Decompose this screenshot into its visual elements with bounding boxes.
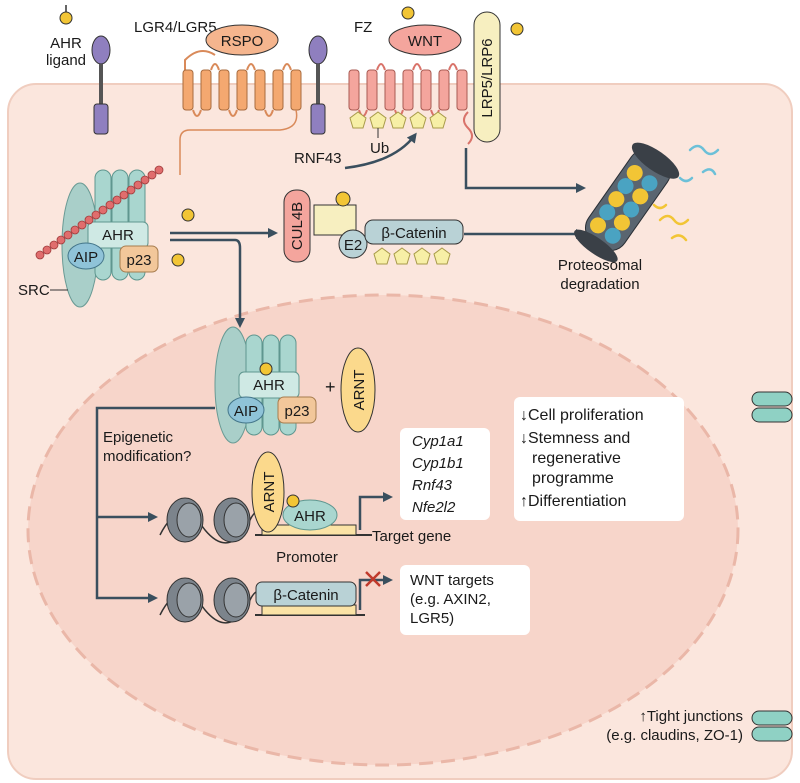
wnt-targets-label: WNT targets(e.g. AXIN2,LGR5) xyxy=(410,572,494,627)
target-gene-1: Cyp1a1 xyxy=(412,433,464,450)
proteasome-icon xyxy=(574,142,680,263)
ahr-to-nucleus-arrow xyxy=(170,238,245,328)
cytoplasmic-ahr-complex: AHR AIP p23 xyxy=(35,165,164,308)
cul4b-protein xyxy=(283,189,311,263)
p23-protein xyxy=(119,245,159,273)
svg-text:β-Catenin: β-Catenin xyxy=(381,225,446,242)
svg-text:LRP5/LRP6: LRP5/LRP6 xyxy=(479,38,496,117)
fz-receptor xyxy=(348,63,468,117)
svg-text:AIP: AIP xyxy=(234,403,258,420)
plus-sign: + xyxy=(325,377,336,397)
beta-catenin-cyto xyxy=(364,219,464,245)
ahr-box xyxy=(87,221,149,249)
svg-text:AHR: AHR xyxy=(294,508,326,525)
svg-text:ARNT: ARNT xyxy=(261,472,278,513)
svg-text:WNT: WNT xyxy=(408,33,442,50)
e2-protein xyxy=(338,229,368,259)
svg-text:CUL4B: CUL4B xyxy=(289,202,306,250)
wnt-protein: WNT xyxy=(388,24,462,56)
arnt-ahr-dna-complex: ARNT AHR xyxy=(251,451,338,533)
arnt-protein: ARNT xyxy=(340,347,376,433)
cul4b-complex: CUL4B E2 β-Catenin xyxy=(283,189,464,265)
beta-catenin-nuclear: β-Catenin xyxy=(255,581,357,607)
lrp-receptor: LRP5/LRP6 xyxy=(463,11,501,145)
blocked-icon xyxy=(365,571,381,587)
target-gene-4: Nfe2l2 xyxy=(412,499,456,516)
target-gene-2: Cyp1b1 xyxy=(412,455,464,472)
effects-box xyxy=(514,397,684,521)
peptide-fragments xyxy=(652,144,720,242)
tight-junctions-label: ↑Tight junctions(e.g. claudins, ZO-1) xyxy=(606,708,743,744)
svg-text:β-Catenin: β-Catenin xyxy=(273,587,338,604)
tight-junction-icon-lower xyxy=(751,710,793,742)
tight-junction-icon-upper xyxy=(751,391,793,423)
lrp-to-degradation-arrow xyxy=(464,148,586,193)
svg-text:E2: E2 xyxy=(344,237,362,254)
fz-label: FZ xyxy=(354,19,372,36)
rnf43-to-fz-arrow xyxy=(344,132,417,170)
target-gene-label: Target gene xyxy=(372,528,451,545)
target-gene-3: Rnf43 xyxy=(412,477,453,494)
ahr-ligand-icon xyxy=(59,11,73,25)
svg-text:AIP: AIP xyxy=(74,249,98,266)
nucleosomes-row-2 xyxy=(159,577,365,624)
svg-text:RSPO: RSPO xyxy=(221,33,264,50)
wnt-ligand-dot-1 xyxy=(401,6,415,20)
nuclear-ahr-complex: AHR AIP p23 xyxy=(214,326,317,444)
svg-text:AHR: AHR xyxy=(102,227,134,244)
aip-protein xyxy=(67,242,105,270)
target-genes-box xyxy=(400,428,490,520)
promoter-label: Promoter xyxy=(276,549,338,566)
membrane-receptor-left xyxy=(91,35,111,135)
effect-proliferation: ↓Cell proliferation xyxy=(520,407,644,424)
effect-differentiation: ↑Differentiation xyxy=(520,493,626,510)
lgr-receptor xyxy=(179,50,302,175)
ligand-dot-cyto-2 xyxy=(171,253,185,267)
wnt-transcription-arrow xyxy=(358,575,393,610)
rnf43-receptor xyxy=(308,35,328,135)
wnt-ligand-dot-2 xyxy=(510,22,524,36)
ub-label: Ub xyxy=(370,140,389,157)
svg-text:ARNT: ARNT xyxy=(351,370,368,411)
src-label: SRC xyxy=(18,282,50,299)
epigenetic-bracket xyxy=(95,406,215,603)
wnt-targets-box xyxy=(400,565,530,635)
svg-text:p23: p23 xyxy=(284,403,309,420)
ligand-dot-cyto-1 xyxy=(181,208,195,222)
svg-text:AHR: AHR xyxy=(253,377,285,394)
rnf43-label: RNF43 xyxy=(294,150,342,167)
ubiquitin-chain xyxy=(349,111,447,129)
transcription-arrow xyxy=(358,492,393,530)
svg-text:p23: p23 xyxy=(126,252,151,269)
rspo-protein: RSPO xyxy=(205,24,279,56)
lgr-label: LGR4/LGR5 xyxy=(134,19,217,36)
